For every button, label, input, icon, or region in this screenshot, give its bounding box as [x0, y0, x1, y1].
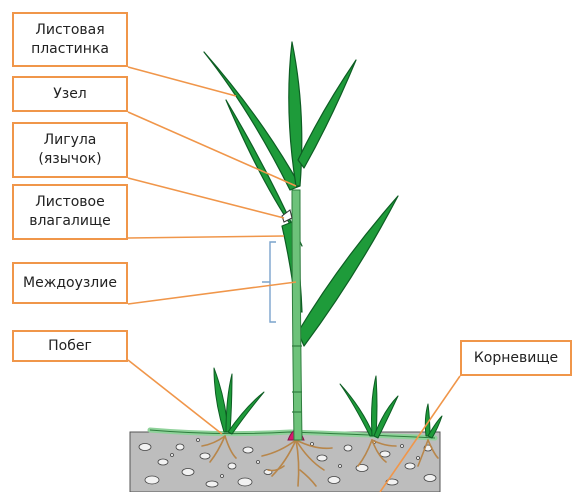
label-leaf-sheath: Листовое влагалище: [12, 184, 128, 240]
soil: [130, 432, 440, 492]
side-shoots: [214, 368, 442, 438]
label-leaf-blade: Листовая пластинка: [12, 12, 128, 67]
label-leaf-sheath-line1: Листовое: [35, 193, 104, 212]
label-rhizome: Корневище: [460, 340, 572, 376]
label-leaf-blade-line1: Листовая: [35, 21, 104, 40]
leaves: [204, 42, 398, 346]
label-internode: Междоузлие: [12, 262, 128, 304]
label-rhizome-text: Корневище: [474, 349, 558, 368]
main-stem: [292, 190, 302, 440]
label-node: Узел: [12, 76, 128, 112]
label-ligule-line2: (язычок): [38, 150, 101, 169]
label-ligule-line1: Лигула: [44, 131, 97, 150]
label-shoot-text: Побег: [48, 337, 92, 356]
label-leaf-sheath-line2: влагалище: [29, 212, 111, 231]
internode-bracket: [262, 242, 276, 322]
label-node-text: Узел: [53, 85, 87, 104]
label-shoot: Побег: [12, 330, 128, 362]
label-ligule: Лигула (язычок): [12, 122, 128, 178]
label-internode-text: Междоузлие: [23, 274, 117, 293]
label-leaf-blade-line2: пластинка: [31, 40, 109, 59]
